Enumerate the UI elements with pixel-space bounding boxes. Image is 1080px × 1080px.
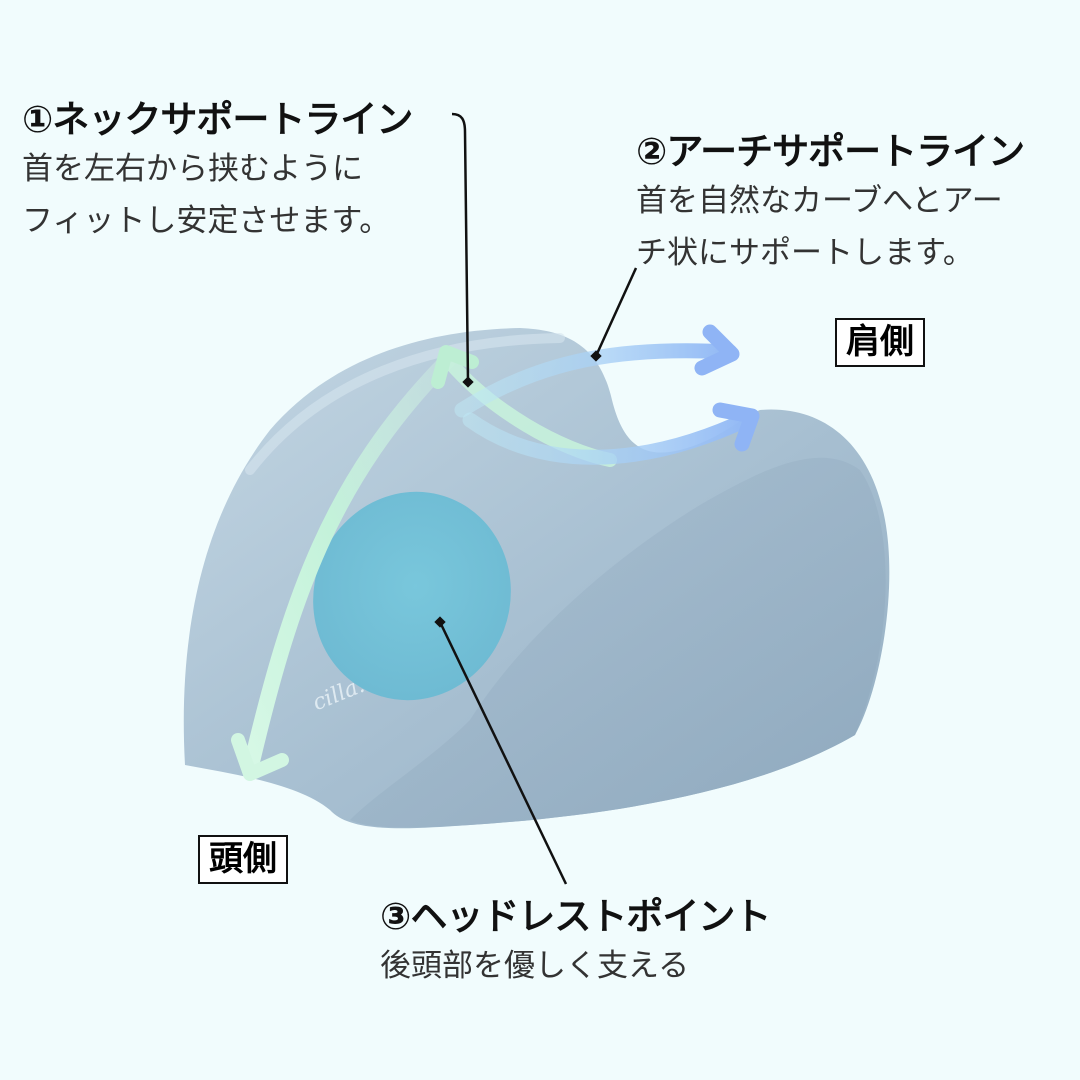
neck-support-desc-line-1: 首を左右から挟むように <box>22 151 363 188</box>
arch-support-desc-line-2: チ状にサポートします。 <box>636 235 974 272</box>
headrest-desc-line-1: 後頭部を優しく支える <box>380 948 690 985</box>
leader-dots <box>434 350 602 628</box>
head-side-label: 頭側 <box>198 835 288 884</box>
headrest-title: ③ヘッドレストポイント <box>380 895 771 938</box>
leader-line-arch <box>594 267 638 357</box>
headrest-spot <box>313 491 511 701</box>
leader-line-neck <box>451 112 470 383</box>
pillow-body <box>183 328 890 829</box>
arch-support-arrow <box>454 324 760 465</box>
neck-support-desc-line-2: フィットし安定させます。 <box>22 203 391 240</box>
arch-support-annotation: ②アーチサポートライン 首を自然なカーブへとアー チ状にサポートします。 <box>636 130 1025 276</box>
neck-support-title: ①ネックサポートライン <box>22 98 413 141</box>
arch-support-desc-line-1: 首を自然なカーブへとアー <box>636 183 1003 220</box>
arch-support-title: ②アーチサポートライン <box>636 130 1025 173</box>
headrest-annotation: ③ヘッドレストポイント 後頭部を優しく支える <box>380 895 771 989</box>
leader-lines <box>438 112 638 885</box>
shoulder-side-label: 肩側 <box>835 318 925 367</box>
leader-line-headrest <box>438 621 568 885</box>
neck-support-annotation: ①ネックサポートライン 首を左右から挟むように フィットし安定させます。 <box>22 98 413 244</box>
